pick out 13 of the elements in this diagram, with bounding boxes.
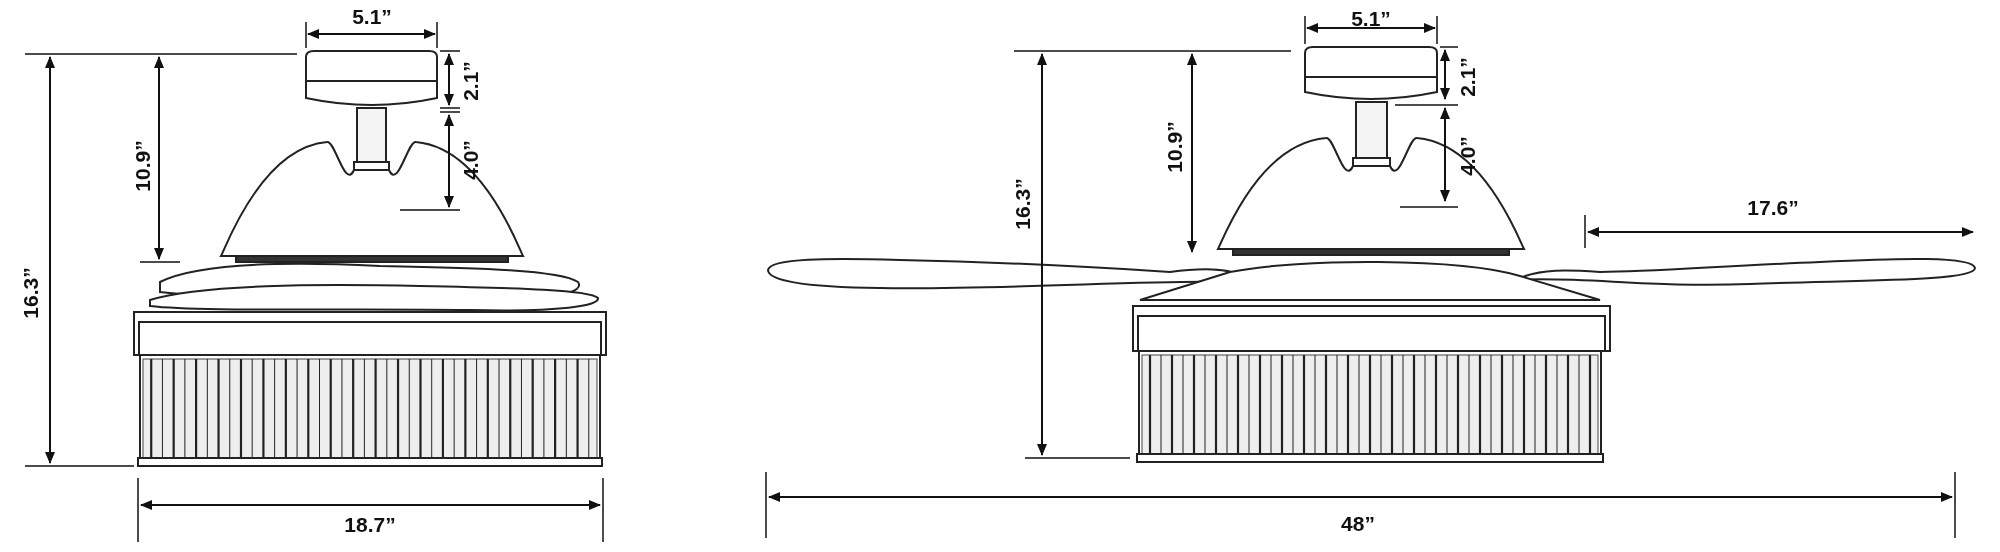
dimension-label: 4.0” [459, 140, 481, 180]
dimension-label: 18.7” [344, 513, 396, 535]
dimension-label: 10.9” [131, 140, 153, 192]
dimension-label: 16.3” [19, 267, 41, 319]
dimension-label: 48” [1341, 512, 1375, 534]
dimension-label: 5.1” [352, 5, 392, 27]
dimension-label: 4.0” [1456, 136, 1478, 176]
dimension-label: 2.1” [1456, 57, 1478, 97]
dimension-label: 16.3” [1011, 178, 1033, 230]
dimension-label: 5.1” [1351, 7, 1391, 29]
dimension-label: 2.1” [459, 61, 481, 101]
dimension-label: 10.9” [1163, 121, 1185, 173]
dimension-label: 17.6” [1747, 196, 1799, 218]
